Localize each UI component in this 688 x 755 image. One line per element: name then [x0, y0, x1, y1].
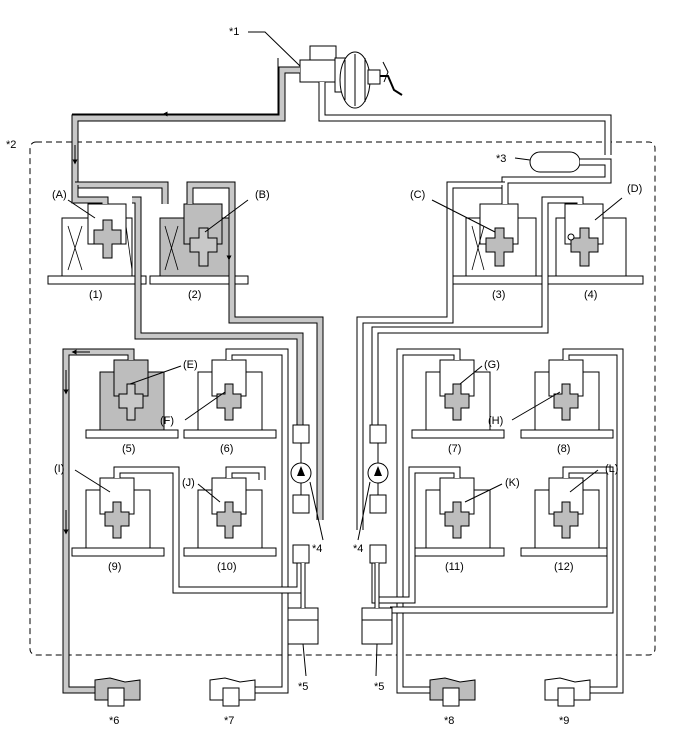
valve-number-8: (8)	[557, 443, 570, 455]
valve-5	[85, 359, 179, 439]
valve-11	[411, 477, 505, 557]
callout-motor-reservoir-right: *5	[374, 681, 384, 693]
actuator-boundary	[29, 141, 656, 656]
callout-reservoir: *3	[496, 153, 506, 165]
valve-number-1: (1)	[89, 289, 102, 301]
valve-1	[47, 203, 147, 285]
valve-number-7: (7)	[448, 443, 461, 455]
valve-12	[520, 477, 614, 557]
valve-number-2: (2)	[188, 289, 201, 301]
valve-label-c: (C)	[410, 189, 425, 201]
pump-left	[290, 424, 312, 564]
valve-label-b: (B)	[255, 189, 270, 201]
valve-number-3: (3)	[492, 289, 505, 301]
valve-number-6: (6)	[220, 443, 233, 455]
valve-label-l: (L)	[605, 463, 618, 475]
wheel-cylinder-9	[544, 677, 591, 707]
pump-right	[367, 424, 389, 564]
valve-label-k: (K)	[505, 477, 520, 489]
callout-actuator: *2	[6, 139, 16, 151]
wheel-cylinder-8	[429, 677, 476, 707]
callout-wheel-cylinder-6: *6	[109, 715, 119, 727]
callout-pump-right: *4	[353, 543, 363, 555]
reservoir	[501, 151, 612, 185]
callout-wheel-cylinder-8: *8	[444, 715, 454, 727]
valve-number-12: (12)	[554, 561, 574, 573]
valve-label-e: (E)	[183, 359, 198, 371]
valve-label-h: (H)	[488, 415, 503, 427]
valve-number-5: (5)	[122, 443, 135, 455]
valve-label-j: (J)	[182, 477, 195, 489]
valve-number-11: (11)	[445, 561, 464, 573]
callout-master-cylinder: *1	[229, 26, 239, 38]
valve-number-10: (10)	[217, 561, 237, 573]
valve-label-a: (A)	[52, 189, 67, 201]
callout-wheel-cylinder-9: *9	[559, 715, 569, 727]
reservoir-left	[287, 563, 319, 645]
leader-lines	[67, 31, 623, 677]
wheel-cylinder-7	[209, 677, 256, 707]
valve-label-d: (D)	[627, 183, 642, 195]
valve-number-9: (9)	[108, 561, 121, 573]
valve-2	[149, 203, 249, 285]
valve-3	[451, 203, 551, 285]
wheel-cylinder-6	[94, 677, 141, 707]
valve-8	[520, 359, 614, 439]
valve-6	[183, 359, 277, 439]
valve-4	[544, 203, 644, 285]
valve-number-4: (4)	[584, 289, 597, 301]
valve-label-f: (F)	[160, 415, 174, 427]
master-cylinder	[299, 45, 403, 109]
callout-pump-left: *4	[312, 543, 322, 555]
valve-label-i: (I)	[54, 463, 64, 475]
valve-10	[183, 477, 277, 557]
callout-wheel-cylinder-7: *7	[224, 715, 234, 727]
valve-9	[71, 477, 165, 557]
valve-7	[411, 359, 505, 439]
master-line-left	[71, 66, 300, 185]
valve-label-g: (G)	[484, 359, 500, 371]
callout-motor-reservoir-left: *5	[298, 681, 308, 693]
reservoir-right	[361, 563, 393, 645]
